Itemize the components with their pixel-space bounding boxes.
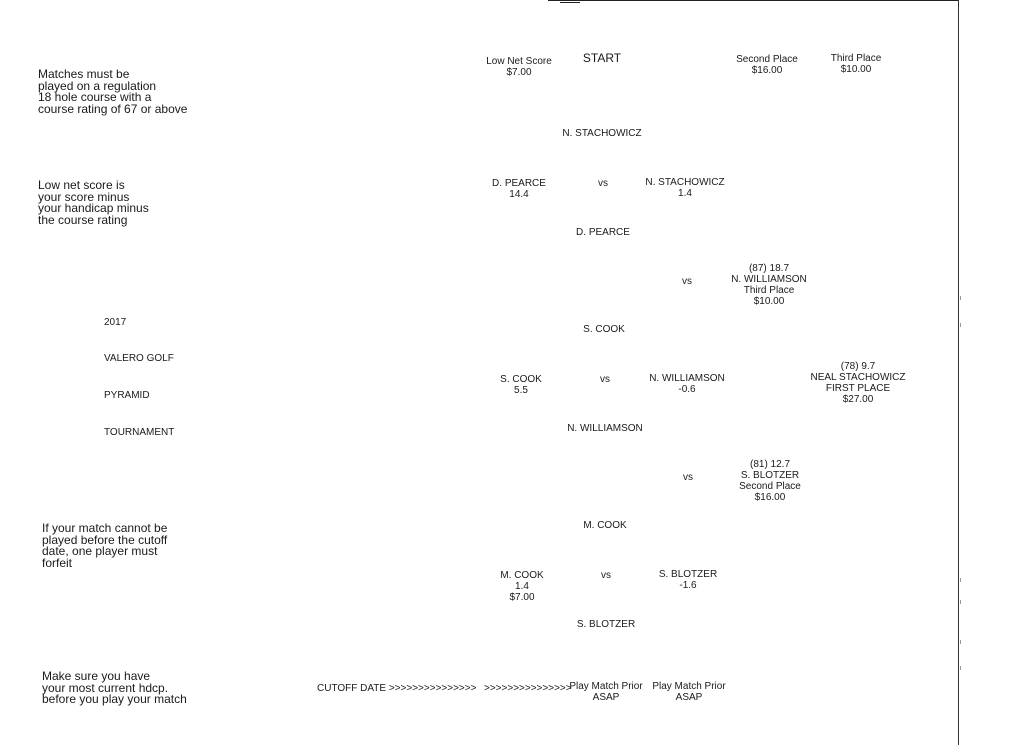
- match2-right-name: N. WILLIAMSON: [649, 373, 725, 384]
- match3-left-amount: $7.00: [509, 592, 535, 603]
- final-result: (78) 9.7 NEAL STACHOWICZ FIRST PLACE $27…: [810, 361, 905, 405]
- match1-right: N. STACHOWICZ 1.4: [645, 177, 724, 199]
- third-place-prize: Third Place $10.00: [831, 53, 882, 75]
- second-place-prize: Second Place $16.00: [736, 54, 798, 76]
- final-place: FIRST PLACE: [825, 383, 891, 394]
- play-match-prior-1-line1: Play Match Prior: [569, 681, 643, 692]
- round2a-amount: $10.00: [753, 296, 785, 307]
- match1-winner: D. PEARCE: [576, 227, 630, 238]
- scan-top-mark: [560, 2, 580, 3]
- scan-tick: [960, 600, 961, 604]
- match3-left-name: M. COOK: [500, 570, 544, 581]
- match3-left: M. COOK 1.4 $7.00: [500, 570, 543, 603]
- event-title-line1: VALERO GOLF: [104, 353, 174, 364]
- second-place-amount: $16.00: [751, 65, 783, 76]
- play-match-prior-1: Play Match Prior ASAP: [569, 681, 642, 703]
- scan-tick: [960, 578, 961, 582]
- scan-right-edge: [958, 0, 959, 745]
- match2-left: S. COOK 5.5: [500, 374, 542, 396]
- match1-left-name: D. PEARCE: [492, 178, 546, 189]
- low-net-label: Low Net Score: [486, 56, 552, 67]
- round2b-name: S. BLOTZER: [740, 470, 800, 481]
- event-title-line3: TOURNAMENT: [104, 427, 175, 438]
- match3-right-score: -1.6: [679, 580, 697, 591]
- event-year: 2017: [104, 317, 127, 328]
- match3-right-name: S. BLOTZER: [658, 569, 718, 580]
- round2b-place: Second Place: [739, 481, 801, 492]
- match1-left-score: 14.4: [509, 189, 529, 200]
- play-match-prior-2-line2: ASAP: [675, 692, 703, 703]
- start-label: START: [582, 51, 622, 65]
- match2-left-score: 5.5: [514, 385, 528, 396]
- scan-tick: [960, 296, 961, 300]
- play-match-prior-1-line2: ASAP: [592, 692, 620, 703]
- third-place-amount: $10.00: [840, 64, 872, 75]
- cutoff-note: If your match cannot be played before th…: [42, 521, 168, 570]
- match2-vs: vs: [600, 374, 610, 385]
- round2a-name: N. WILLIAMSON: [731, 274, 807, 285]
- scan-tick: [960, 323, 961, 327]
- event-title-line2: PYRAMID: [104, 390, 150, 401]
- match1-right-score: 1.4: [678, 188, 692, 199]
- match3-right: S. BLOTZER -1.6: [659, 569, 717, 591]
- final-name: NEAL STACHOWICZ: [810, 372, 906, 383]
- match3-vs: vs: [601, 570, 611, 581]
- third-place-label: Third Place: [830, 53, 882, 64]
- final-amount: $27.00: [842, 394, 874, 405]
- match2-top-player: S. COOK: [583, 324, 625, 335]
- cutoff-arrows: >>>>>>>>>>>>>>>: [484, 683, 572, 694]
- final-score: (78) 9.7: [840, 361, 876, 372]
- round2b-amount: $16.00: [754, 492, 786, 503]
- low-net-amount: $7.00: [506, 67, 532, 78]
- low-net-prize: Low Net Score $7.00: [486, 56, 552, 78]
- round2a-vs: vs: [682, 276, 692, 287]
- low-net-note: Low net score is your score minus your h…: [38, 178, 149, 227]
- scan-tick: [960, 640, 961, 644]
- play-match-prior-2: Play Match Prior ASAP: [652, 681, 725, 703]
- match3-left-score: 1.4: [515, 581, 529, 592]
- hdcp-note: Make sure you have your most current hdc…: [42, 669, 187, 706]
- match2-left-name: S. COOK: [500, 374, 542, 385]
- cutoff-date-label: CUTOFF DATE >>>>>>>>>>>>>>>: [317, 683, 477, 694]
- round2b-score: (81) 12.7: [749, 459, 791, 470]
- match1-right-name: N. STACHOWICZ: [645, 177, 725, 188]
- scan-tick: [960, 666, 961, 670]
- play-match-prior-2-line1: Play Match Prior: [652, 681, 726, 692]
- second-place-label: Second Place: [736, 54, 798, 65]
- match3-bottom-player: S. BLOTZER: [576, 619, 636, 630]
- match2-right: N. WILLIAMSON -0.6: [649, 373, 725, 395]
- round2b-result: (81) 12.7 S. BLOTZER Second Place $16.00: [739, 459, 801, 503]
- match2-right-score: -0.6: [678, 384, 696, 395]
- match1-vs: vs: [598, 178, 608, 189]
- round2a-score: (87) 18.7: [748, 263, 790, 274]
- round2a-place: Third Place: [743, 285, 795, 296]
- match3-top-player: M. COOK: [583, 520, 627, 531]
- bracket-top-player: N. STACHOWICZ: [562, 128, 642, 139]
- match1-left: D. PEARCE 14.4: [492, 178, 546, 200]
- match2-bottom-player: N. WILLIAMSON: [567, 423, 643, 434]
- scan-top-line: [548, 0, 958, 1]
- regulation-note: Matches must be played on a regulation 1…: [38, 67, 188, 116]
- round2a-result: (87) 18.7 N. WILLIAMSON Third Place $10.…: [731, 263, 807, 307]
- round2b-vs: vs: [683, 472, 693, 483]
